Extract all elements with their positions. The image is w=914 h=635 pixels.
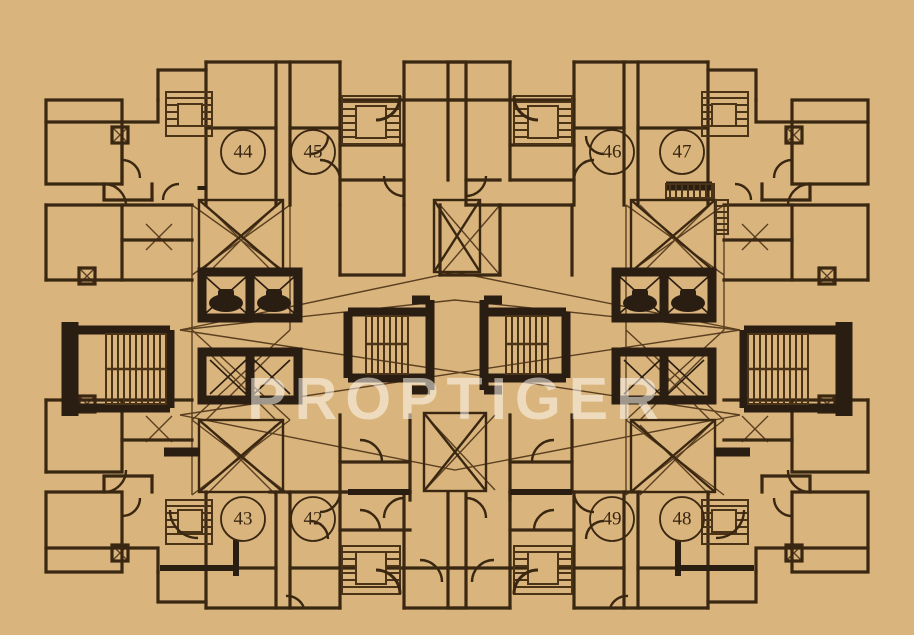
unit-badge-46[interactable]: 46: [589, 129, 635, 175]
heavy-walls: [61, 181, 853, 576]
hatch-47: [665, 183, 729, 235]
unit-badges[interactable]: 44 45 46 47 43 42: [220, 129, 705, 542]
stair-46: [512, 95, 573, 145]
unit-badge-42[interactable]: 42: [290, 496, 336, 542]
unit-badge-label: 48: [673, 509, 692, 530]
stair-top-right: [701, 91, 749, 137]
unit-badge-48[interactable]: 48: [659, 496, 705, 542]
stair-side-left: [105, 333, 167, 405]
stair-42: [341, 545, 402, 595]
unit-badge-label: 45: [304, 142, 323, 163]
unit-badge-43[interactable]: 43: [220, 496, 266, 542]
staircases: [105, 91, 809, 595]
unit-badge-label: 42: [304, 509, 323, 530]
bath-cross-lines: [205, 276, 709, 395]
stair-bottom-left: [165, 499, 213, 545]
unit-badge-45[interactable]: 45: [290, 129, 336, 175]
unit-badge-label: 49: [603, 509, 622, 530]
unit-badge-label: 43: [234, 509, 253, 530]
stair-side-right: [747, 333, 809, 405]
stair-bottom-right: [701, 499, 749, 545]
unit-badge-44[interactable]: 44: [220, 129, 266, 175]
unit-badge-label: 44: [234, 142, 254, 163]
stair-45: [341, 95, 402, 145]
unit-badge-49[interactable]: 49: [589, 496, 635, 542]
stair-top-left: [165, 91, 213, 137]
unit-badge-label: 47: [673, 142, 692, 163]
unit-badge-label: 46: [603, 142, 622, 163]
stair-core-left: [365, 315, 409, 375]
stair-49: [512, 545, 573, 595]
stair-core-right: [505, 315, 549, 375]
unit-badge-47[interactable]: 47: [659, 129, 705, 175]
